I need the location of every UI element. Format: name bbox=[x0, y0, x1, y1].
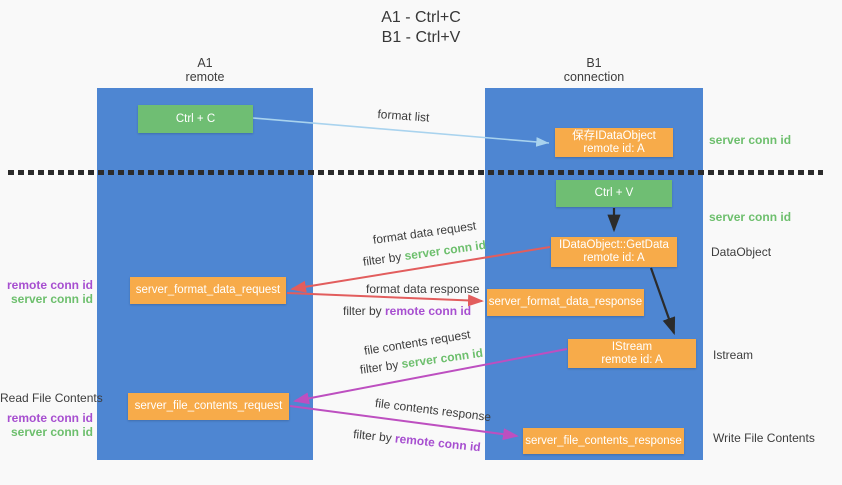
node-istream-line2: remote id: A bbox=[601, 353, 663, 366]
column-b1-title: B1 bbox=[586, 56, 602, 70]
column-a1-title: A1 bbox=[197, 56, 213, 70]
node-server-file-contents-response-label: server_file_contents_response bbox=[525, 434, 682, 447]
node-server-format-data-request-label: server_format_data_request bbox=[135, 284, 281, 296]
node-ctrl-v-label: Ctrl + V bbox=[594, 187, 634, 199]
edge-label-format-data-response: format data response bbox=[366, 282, 480, 296]
filter-by-text: filter by bbox=[359, 357, 403, 377]
node-server-format-data-response: server_format_data_response bbox=[487, 289, 644, 316]
column-header-a1: A1 remote bbox=[97, 56, 313, 84]
title-line-1: A1 - Ctrl+C bbox=[381, 9, 461, 26]
edge-label-filter-by-remote-conn-id-2: filter by remote conn id bbox=[353, 427, 482, 454]
node-istream: IStream remote id: A bbox=[568, 339, 696, 368]
node-ctrl-v: Ctrl + V bbox=[556, 180, 672, 207]
node-save-idataobject-line2: remote id: A bbox=[583, 142, 645, 155]
side-label-write-file-contents: Write File Contents bbox=[713, 431, 815, 445]
node-server-file-contents-request: server_file_contents_request bbox=[128, 393, 289, 420]
side-label-dataobject: DataObject bbox=[711, 245, 772, 259]
left-remote-conn-id-1: remote conn id bbox=[6, 278, 93, 292]
column-a1-subtitle: remote bbox=[185, 70, 225, 84]
node-istream-line1: IStream bbox=[611, 340, 653, 353]
node-ctrl-c-label: Ctrl + C bbox=[175, 112, 216, 125]
left-remote-conn-id-2: remote conn id bbox=[6, 411, 93, 425]
column-header-b1: B1 connection bbox=[485, 56, 703, 84]
filter-by-text: filter by bbox=[352, 427, 396, 446]
edge-label-format-list: format list bbox=[377, 107, 430, 125]
node-ctrl-c: Ctrl + C bbox=[138, 105, 253, 133]
column-b1-subtitle: connection bbox=[563, 70, 625, 84]
copy-paste-boundary-dotted-line bbox=[8, 170, 823, 175]
edge-label-filter-by-remote-conn-id-1: filter by remote conn id bbox=[343, 304, 471, 318]
server-conn-id-text: server conn id bbox=[403, 237, 487, 264]
side-label-server-conn-id-middle: server conn id bbox=[709, 210, 792, 224]
left-server-conn-id-1: server conn id bbox=[10, 292, 93, 306]
node-server-format-data-request: server_format_data_request bbox=[130, 277, 286, 304]
remote-conn-id-text: remote conn id bbox=[385, 304, 472, 318]
node-save-idataobject-line1: 保存IDataObject bbox=[572, 129, 656, 142]
edge-label-file-contents-response: file contents response bbox=[374, 396, 492, 425]
left-server-conn-id-2: server conn id bbox=[10, 425, 93, 439]
side-label-istream: Istream bbox=[713, 348, 754, 362]
node-server-file-contents-request-label: server_file_contents_request bbox=[134, 400, 283, 412]
node-idataobject-getdata: IDataObject::GetData remote id: A bbox=[551, 237, 677, 267]
remote-conn-id-text: remote conn id bbox=[394, 431, 482, 455]
side-label-server-conn-id-top: server conn id bbox=[709, 133, 792, 147]
node-save-idataobject: 保存IDataObject remote id: A bbox=[555, 128, 673, 157]
side-label-read-file-contents: Read File Contents bbox=[0, 391, 103, 405]
page-title: A1 - Ctrl+C B1 - Ctrl+V bbox=[0, 8, 842, 48]
node-idataobject-getdata-line1: IDataObject::GetData bbox=[559, 239, 669, 251]
filter-by-text: filter by bbox=[362, 249, 406, 269]
node-idataobject-getdata-line2: remote id: A bbox=[583, 252, 645, 264]
left-labels-bottom: Read File Contents remote conn id server… bbox=[0, 391, 103, 439]
title-line-2: B1 - Ctrl+V bbox=[381, 29, 461, 46]
left-conn-id-labels-top: remote conn id server conn id bbox=[0, 278, 93, 306]
filter-by-text: filter by bbox=[343, 304, 386, 318]
node-server-file-contents-response: server_file_contents_response bbox=[523, 428, 684, 454]
node-server-format-data-response-label: server_format_data_response bbox=[488, 296, 643, 308]
